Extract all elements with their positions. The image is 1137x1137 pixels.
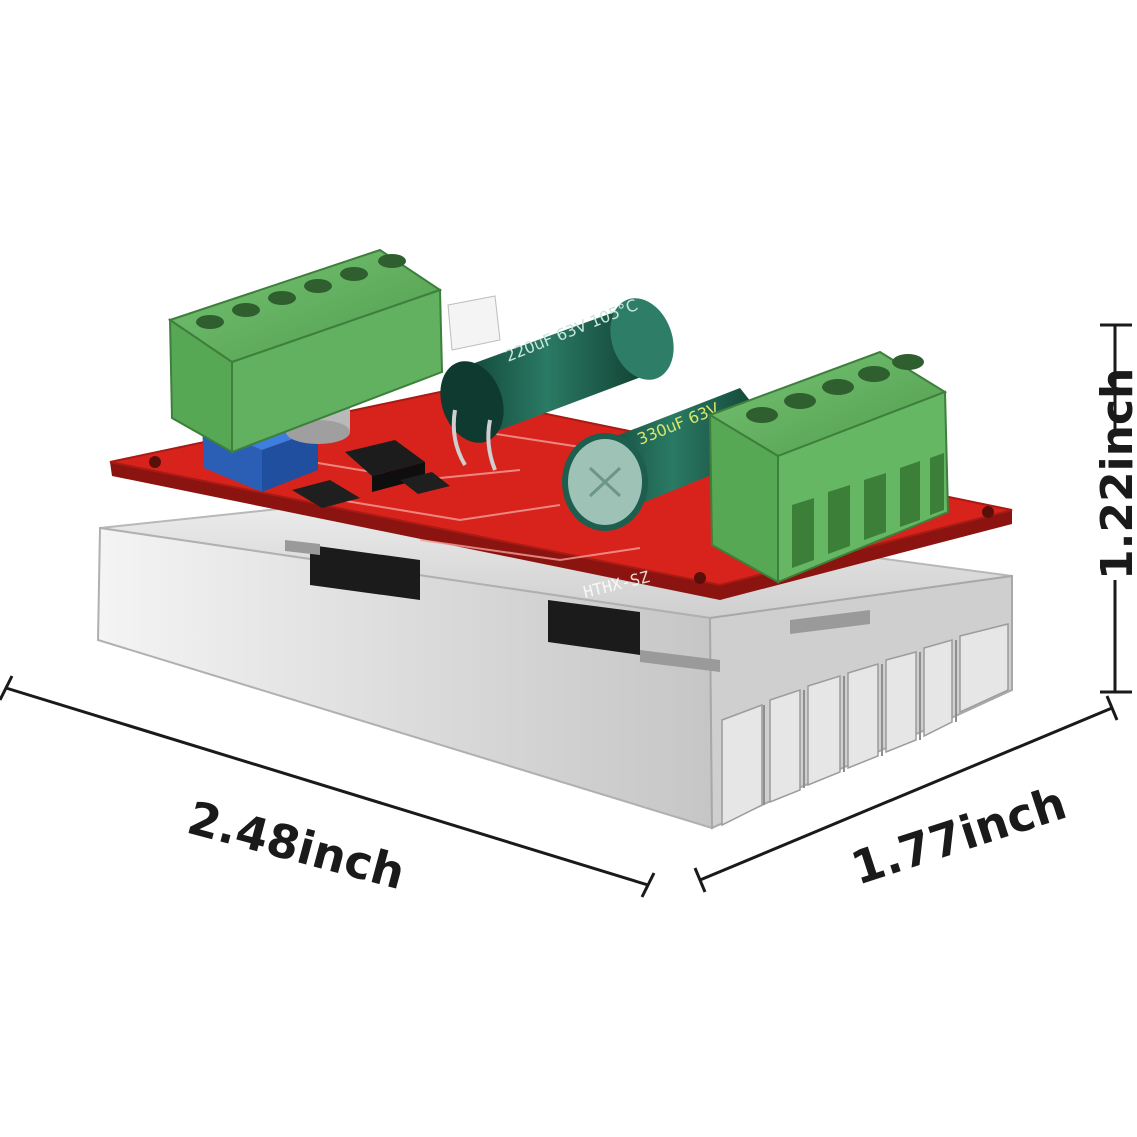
mosfets (285, 540, 870, 672)
width-label: 1.77inch (845, 775, 1073, 895)
wire-slots-right (792, 453, 944, 568)
height-label: 1.22inch (1092, 368, 1137, 580)
ic-chip (345, 440, 425, 492)
screw-holes-left (196, 254, 406, 329)
screw-holes-right (746, 354, 924, 423)
terminal-block-right (707, 350, 950, 584)
heatsink-fins (721, 623, 1009, 827)
dimension-height: 1.22inch (1092, 323, 1137, 694)
heatsink (96, 493, 1013, 830)
length-label: 2.48inch (182, 790, 410, 900)
terminal-block-left (167, 248, 444, 454)
white-connector (447, 295, 501, 351)
smd-chip (292, 472, 450, 508)
